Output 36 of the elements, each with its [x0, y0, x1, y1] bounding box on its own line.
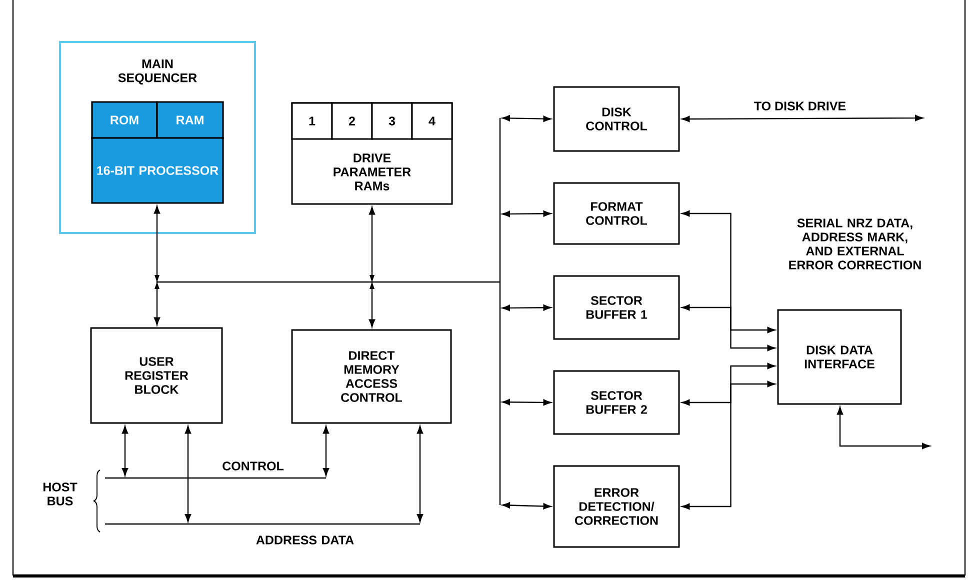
arrow [682, 210, 776, 334]
memory-cell: ROM [91, 101, 158, 139]
arrow [502, 210, 552, 217]
process-box: DISK DATA INTERFACE [777, 309, 902, 405]
arrow [502, 115, 552, 122]
bus-label: ADDRESS DATA [256, 536, 354, 544]
process-box: SECTOR BUFFER 2 [553, 370, 680, 435]
arrow [502, 502, 552, 510]
arrow [502, 304, 552, 311]
process-box: USER REGISTER BLOCK [90, 327, 223, 424]
bus-label: CONTROL [222, 462, 284, 470]
register-cell: 3 [371, 102, 413, 140]
process-box: DISK CONTROL [553, 86, 680, 152]
edge-label: TO DISK DRIVE [752, 100, 848, 112]
arrow [836, 406, 930, 450]
process-box: DIRECT MEMORY ACCESS CONTROL [291, 329, 452, 424]
register-cell: 4 [411, 102, 453, 140]
process-box: FORMAT CONTROL [553, 182, 680, 245]
arrow [682, 362, 776, 406]
arrow [682, 304, 776, 352]
arrow [122, 426, 128, 476]
arrow [502, 399, 552, 406]
memory-cell: RAM [156, 101, 224, 139]
register-cell: 1 [291, 102, 333, 140]
process-box: ERROR DETECTION/ CORRECTION [553, 465, 680, 548]
arrow [184, 426, 192, 522]
arrow [154, 206, 160, 326]
arrow [322, 426, 330, 476]
register-cell: 2 [331, 102, 373, 140]
signal-note: SERIAL NRZ DATA, ADDRESS MARK, AND EXTERNAL ERROR CORRECTION [789, 218, 921, 270]
bus-label: HOST BUS [43, 482, 78, 506]
process-box: SECTOR BUFFER 1 [553, 275, 680, 340]
arrow [682, 380, 776, 510]
arrow [368, 206, 376, 328]
arrow [682, 114, 923, 122]
arrow [416, 426, 424, 522]
